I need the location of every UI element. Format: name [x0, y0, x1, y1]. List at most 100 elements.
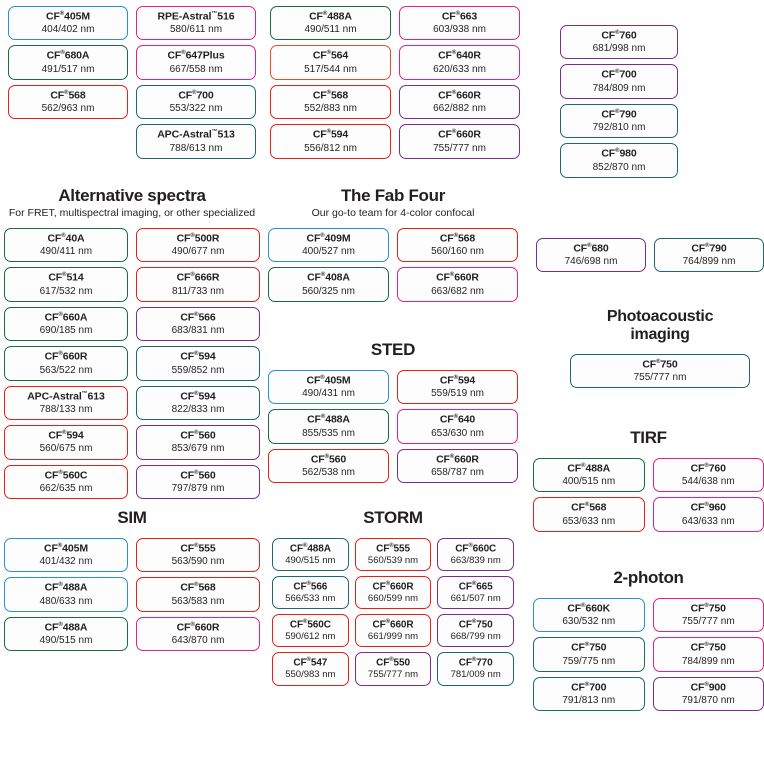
trademark-mark: ® — [326, 89, 331, 96]
dye-name: CF®790 — [691, 242, 727, 255]
trademark-mark: ® — [581, 603, 586, 609]
dye-name: CF®488A — [44, 581, 88, 594]
trademark-mark: ® — [615, 30, 620, 36]
trademark-mark: ® — [302, 543, 308, 549]
dye-name: CF®409M — [306, 232, 351, 245]
dye-name: CF®750 — [458, 619, 493, 631]
dye-name: CF®647Plus — [167, 49, 225, 62]
trademark-mark: ® — [587, 243, 592, 249]
dye-name: CF®568 — [312, 89, 349, 102]
trademark-mark: ® — [58, 582, 63, 589]
trademark-mark: ® — [385, 581, 390, 588]
trademark-mark: ® — [471, 581, 477, 588]
dye-name: CF®660R — [176, 621, 220, 634]
trademark-mark: ® — [615, 148, 620, 155]
dye-spectra-values: 792/810 nm — [592, 122, 646, 134]
dye-name: CF®680 — [573, 242, 609, 255]
trademark-mark: ® — [302, 619, 308, 626]
